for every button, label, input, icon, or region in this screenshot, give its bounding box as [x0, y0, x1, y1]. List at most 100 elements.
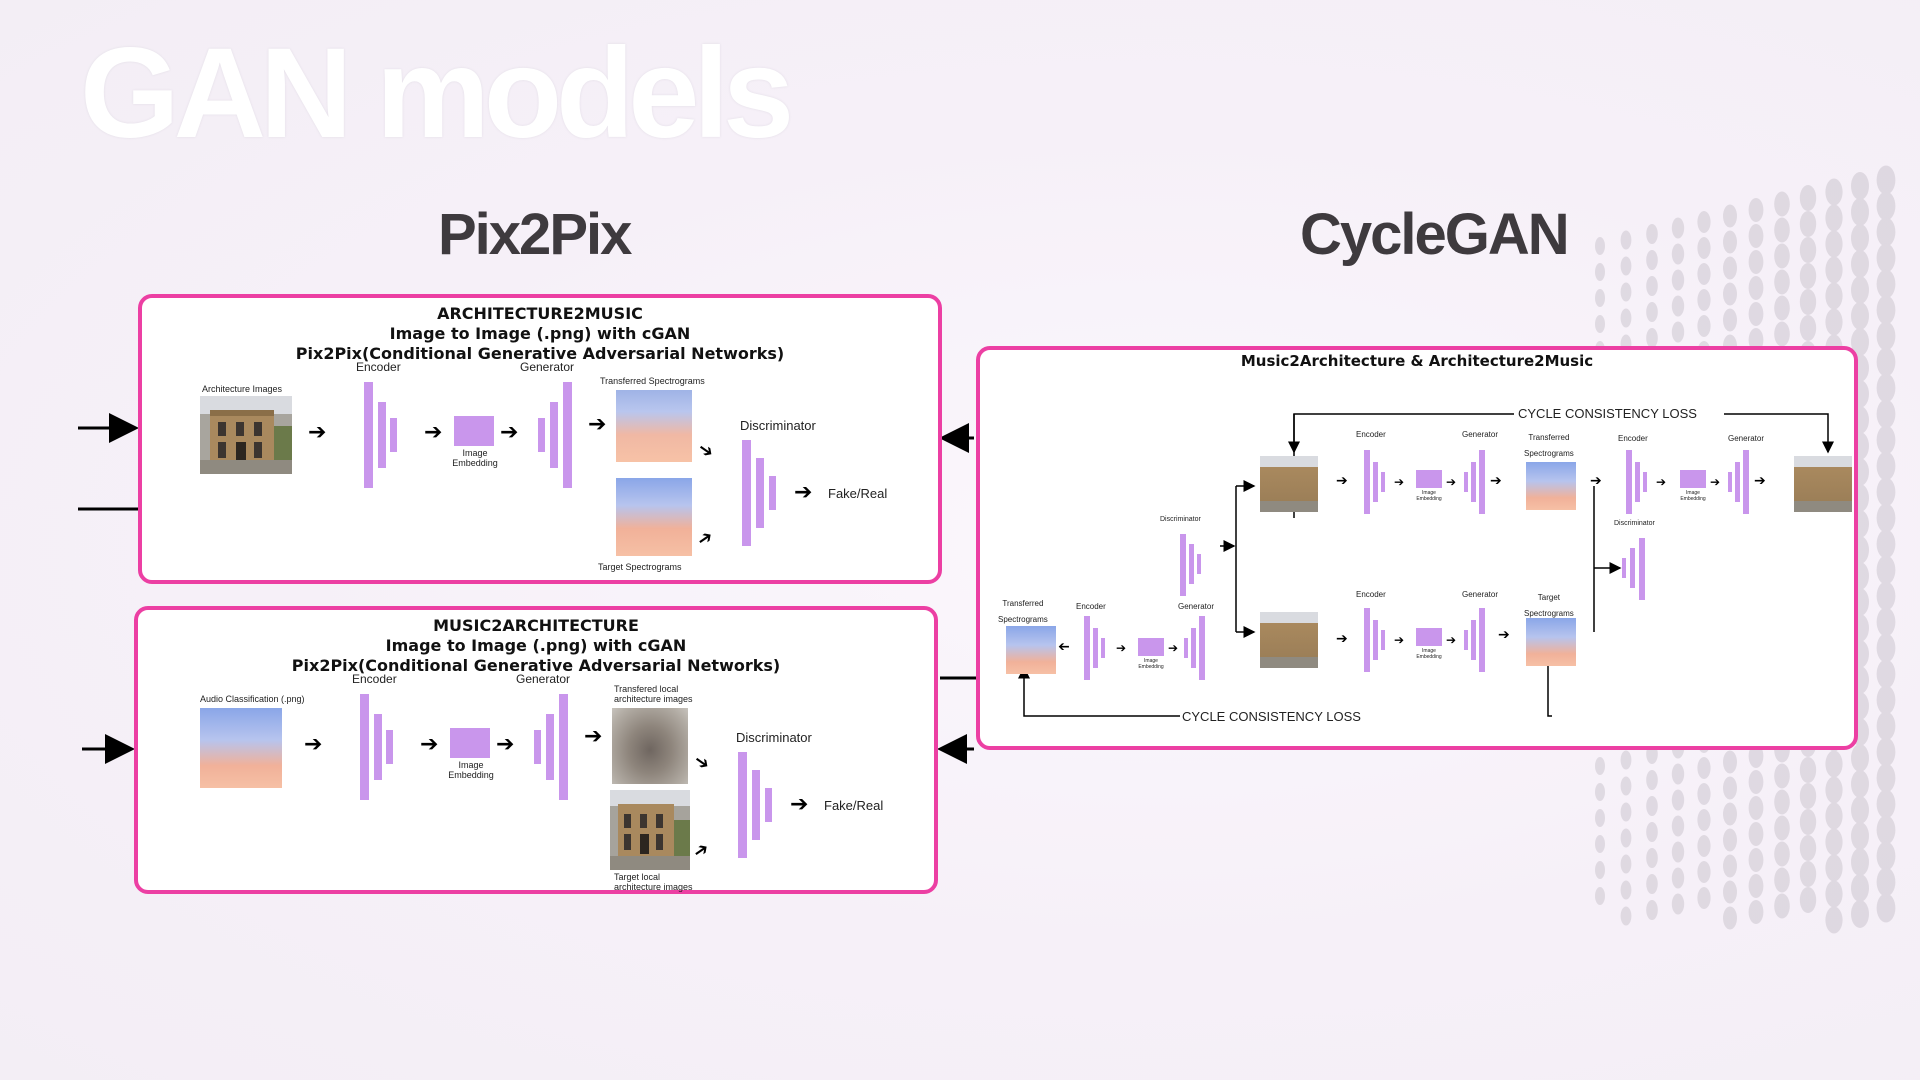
input-label: Architecture Images — [202, 384, 283, 394]
architecture-image — [1260, 612, 1318, 668]
arrow-icon: ➔ — [1394, 475, 1405, 489]
generator-label: Generator — [520, 360, 575, 374]
embedding-label: Image Embedding — [452, 448, 498, 468]
discriminator-label: Discriminator — [736, 730, 812, 745]
panel-a-title-line2: Image to Image (.png) with cGAN — [389, 324, 691, 343]
discriminator-layer — [752, 770, 760, 840]
output-label: Fake/Real — [824, 798, 884, 813]
generator-layer — [1471, 620, 1476, 660]
embedding-label: Image Embedding — [1416, 648, 1442, 660]
generator-layer — [1184, 638, 1188, 658]
architecture-image — [1794, 456, 1852, 512]
arrow-icon: ➔ — [1490, 473, 1502, 489]
arrow-icon: ➔ — [1590, 473, 1602, 489]
encoder-layer — [1093, 628, 1098, 668]
panel-b-title-line1: MUSIC2ARCHITECTURE — [433, 616, 639, 635]
discriminator-layer — [738, 752, 747, 858]
audio-spectrogram — [200, 708, 282, 788]
encoder-layer — [378, 402, 386, 468]
arrow-icon: ➔ — [424, 420, 443, 445]
generator-layer — [538, 418, 545, 452]
generator-label: Generator — [1462, 590, 1499, 599]
slide-title: GAN models — [80, 22, 794, 165]
encoder-layer — [1084, 616, 1090, 680]
arrow-icon: ➔ — [500, 420, 519, 445]
image-embedding-block — [450, 728, 490, 758]
generator-label: Generator — [1178, 602, 1215, 611]
generator-layer — [563, 382, 572, 488]
transferred-spectrogram — [1526, 462, 1576, 510]
cycle-loss-top-label: CYCLE CONSISTENCY LOSS — [1516, 406, 1699, 421]
encoder-layer — [1626, 450, 1632, 514]
generator-layer — [1199, 616, 1205, 680]
arrow-icon: ➔ — [588, 412, 607, 437]
arrow-icon: ➔ — [1168, 641, 1179, 655]
generator-layer — [534, 730, 541, 764]
arrow-icon: ➔ — [1754, 473, 1766, 489]
encoder-layer — [1364, 608, 1370, 672]
generator-layer — [559, 694, 568, 800]
encoder-label: Encoder — [1076, 602, 1106, 611]
arrow-icon: ➔ — [584, 724, 603, 749]
architecture-image — [1260, 456, 1318, 512]
encoder-layer — [1643, 472, 1647, 492]
discriminator-layer — [1189, 544, 1194, 584]
transferred-spectrogram — [1006, 626, 1056, 674]
cyclegan-panel-title: Music2Architecture & Architecture2Music — [1240, 352, 1594, 370]
arrow-icon: ➔ — [1336, 631, 1348, 647]
encoder-layer — [1635, 462, 1640, 502]
discriminator-layer — [1197, 554, 1201, 574]
generator-label: Generator — [1462, 430, 1499, 439]
discriminator-layer — [742, 440, 751, 546]
panel-a-title-line3: Pix2Pix(Conditional Generative Adversari… — [295, 344, 785, 363]
discriminator-layer — [1630, 548, 1635, 588]
arrow-icon: ➔ — [790, 792, 809, 817]
arrow-icon: ➔ — [1116, 641, 1127, 655]
output-label: Fake/Real — [828, 486, 888, 501]
target-label: Target Spectrograms — [598, 562, 682, 572]
cyclegan-connectors — [1018, 413, 1834, 717]
discriminator-layer — [1622, 558, 1626, 578]
encoder-label: Encoder — [352, 672, 397, 686]
discriminator-label: Discriminator — [1614, 520, 1655, 527]
encoder-label: Encoder — [356, 360, 401, 374]
discriminator-layer — [1639, 538, 1645, 600]
target-architecture-image — [610, 790, 690, 870]
architecture-image — [200, 396, 292, 474]
generator-layer — [1728, 472, 1732, 492]
generator-layer — [1479, 450, 1485, 514]
arrow-icon: ➔ — [1710, 475, 1721, 489]
arrow-icon: ➔ — [1336, 473, 1348, 489]
embedding-label: Image Embedding — [1138, 658, 1164, 670]
embedding-label: Image Embedding — [1416, 490, 1442, 502]
encoder-layer — [1373, 462, 1378, 502]
arrow-icon: ➔ — [689, 749, 715, 776]
generator-label: Generator — [1728, 434, 1765, 443]
encoder-layer — [390, 418, 397, 452]
panel-a-title-line1: ARCHITECTURE2MUSIC — [437, 304, 643, 323]
arrow-icon: ➔ — [794, 480, 813, 505]
transferred-architecture-image — [612, 708, 688, 784]
generator-layer — [1191, 628, 1196, 668]
discriminator-layer — [1180, 534, 1186, 596]
transferred-spectrogram — [616, 390, 692, 462]
generator-layer — [1743, 450, 1749, 514]
pix2pix-heading: Pix2Pix — [438, 202, 632, 267]
panel-b-title-line2: Image to Image (.png) with cGAN — [385, 636, 687, 655]
arrow-icon: ➔ — [420, 732, 439, 757]
encoder-layer — [1364, 450, 1370, 514]
panel-b-title-line3: Pix2Pix(Conditional Generative Adversari… — [291, 656, 781, 675]
arrow-icon: ➔ — [1446, 475, 1457, 489]
cyclegan-panel: Music2Architecture & Architecture2Music … — [976, 346, 1858, 750]
encoder-label: Encoder — [1356, 430, 1386, 439]
discriminator-layer — [756, 458, 764, 528]
cyclegan-heading: CycleGAN — [1300, 202, 1570, 267]
encoder-label: Encoder — [1618, 434, 1648, 443]
pix2pix-music2architecture-panel: MUSIC2ARCHITECTURE Image to Image (.png)… — [134, 606, 938, 894]
encoder-layer — [374, 714, 382, 780]
encoder-label: Encoder — [1356, 590, 1386, 599]
generator-layer — [1479, 608, 1485, 672]
arrow-icon: ➔ — [1446, 633, 1457, 647]
arrow-icon: ➔ — [689, 837, 714, 864]
